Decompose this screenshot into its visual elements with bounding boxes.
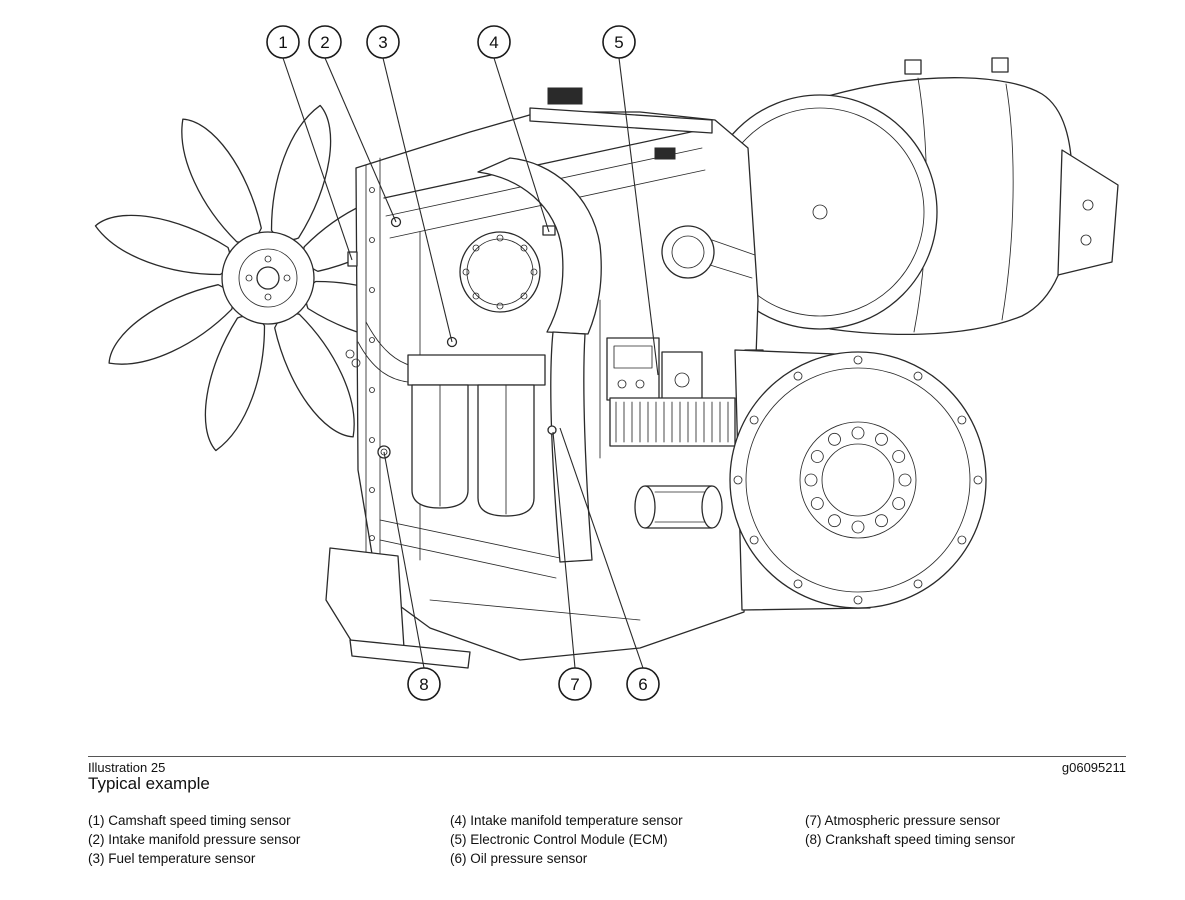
legend: (1) Camshaft speed timing sensor (2) Int… bbox=[88, 811, 1133, 868]
callout-6: 6 bbox=[626, 667, 660, 701]
leader-line-2 bbox=[324, 57, 397, 223]
flywheel-housing bbox=[729, 349, 987, 611]
legend-column-1: (1) Camshaft speed timing sensor (2) Int… bbox=[88, 811, 450, 868]
legend-item-2: (2) Intake manifold pressure sensor bbox=[88, 832, 301, 847]
svg-text:7: 7 bbox=[570, 675, 579, 694]
callout-4: 4 bbox=[477, 25, 511, 59]
svg-text:1: 1 bbox=[278, 33, 287, 52]
callout-1: 1 bbox=[266, 25, 300, 59]
leader-line-3 bbox=[382, 57, 453, 343]
figure-caption: Typical example bbox=[88, 774, 210, 793]
figure-divider bbox=[88, 756, 1126, 757]
legend-item-6: (6) Oil pressure sensor bbox=[450, 851, 588, 866]
illustration-label: Illustration 25 bbox=[88, 760, 166, 775]
figure-meta-row: Illustration 25 g06095211 bbox=[88, 760, 1126, 775]
legend-item-4: (4) Intake manifold temperature sensor bbox=[450, 813, 683, 828]
legend-item-3: (3) Fuel temperature sensor bbox=[88, 851, 256, 866]
callout-3: 3 bbox=[366, 25, 400, 59]
svg-text:4: 4 bbox=[489, 33, 498, 52]
legend-column-3: (7) Atmospheric pressure sensor (8) Cran… bbox=[805, 811, 1133, 868]
oil-pan-supports bbox=[325, 547, 471, 669]
intake-elbow-pipe bbox=[477, 157, 602, 563]
legend-item-1: (1) Camshaft speed timing sensor bbox=[88, 813, 291, 828]
leader-line-1 bbox=[282, 57, 353, 261]
turbo-exhaust bbox=[661, 225, 756, 279]
fuel-filters bbox=[345, 321, 546, 517]
legend-item-8: (8) Crankshaft speed timing sensor bbox=[805, 832, 1016, 847]
leader-lines bbox=[282, 57, 659, 669]
callout-8: 8 bbox=[407, 667, 441, 701]
legend-column-2: (4) Intake manifold temperature sensor (… bbox=[450, 811, 805, 868]
starter-motor bbox=[634, 485, 723, 529]
callout-7: 7 bbox=[558, 667, 592, 701]
legend-item-5: (5) Electronic Control Module (ECM) bbox=[450, 832, 668, 847]
leader-line-5 bbox=[618, 57, 659, 376]
svg-text:6: 6 bbox=[638, 675, 647, 694]
leader-line-6 bbox=[559, 427, 644, 669]
leader-line-4 bbox=[493, 57, 550, 233]
svg-text:8: 8 bbox=[419, 675, 428, 694]
svg-text:2: 2 bbox=[320, 33, 329, 52]
figure-id: g06095211 bbox=[1061, 760, 1126, 775]
engine-diagram: 1 2 3 4 5 8 7 6 bbox=[94, 25, 1119, 701]
leader-line-7 bbox=[552, 431, 576, 669]
svg-text:5: 5 bbox=[614, 33, 623, 52]
front-pulley-flange bbox=[459, 231, 541, 313]
svg-text:3: 3 bbox=[378, 33, 387, 52]
leader-line-8 bbox=[383, 451, 425, 669]
air-cleaner-canister bbox=[702, 57, 1119, 336]
callout-5: 5 bbox=[602, 25, 636, 59]
legend-item-7: (7) Atmospheric pressure sensor bbox=[805, 813, 1001, 828]
callout-2: 2 bbox=[308, 25, 342, 59]
